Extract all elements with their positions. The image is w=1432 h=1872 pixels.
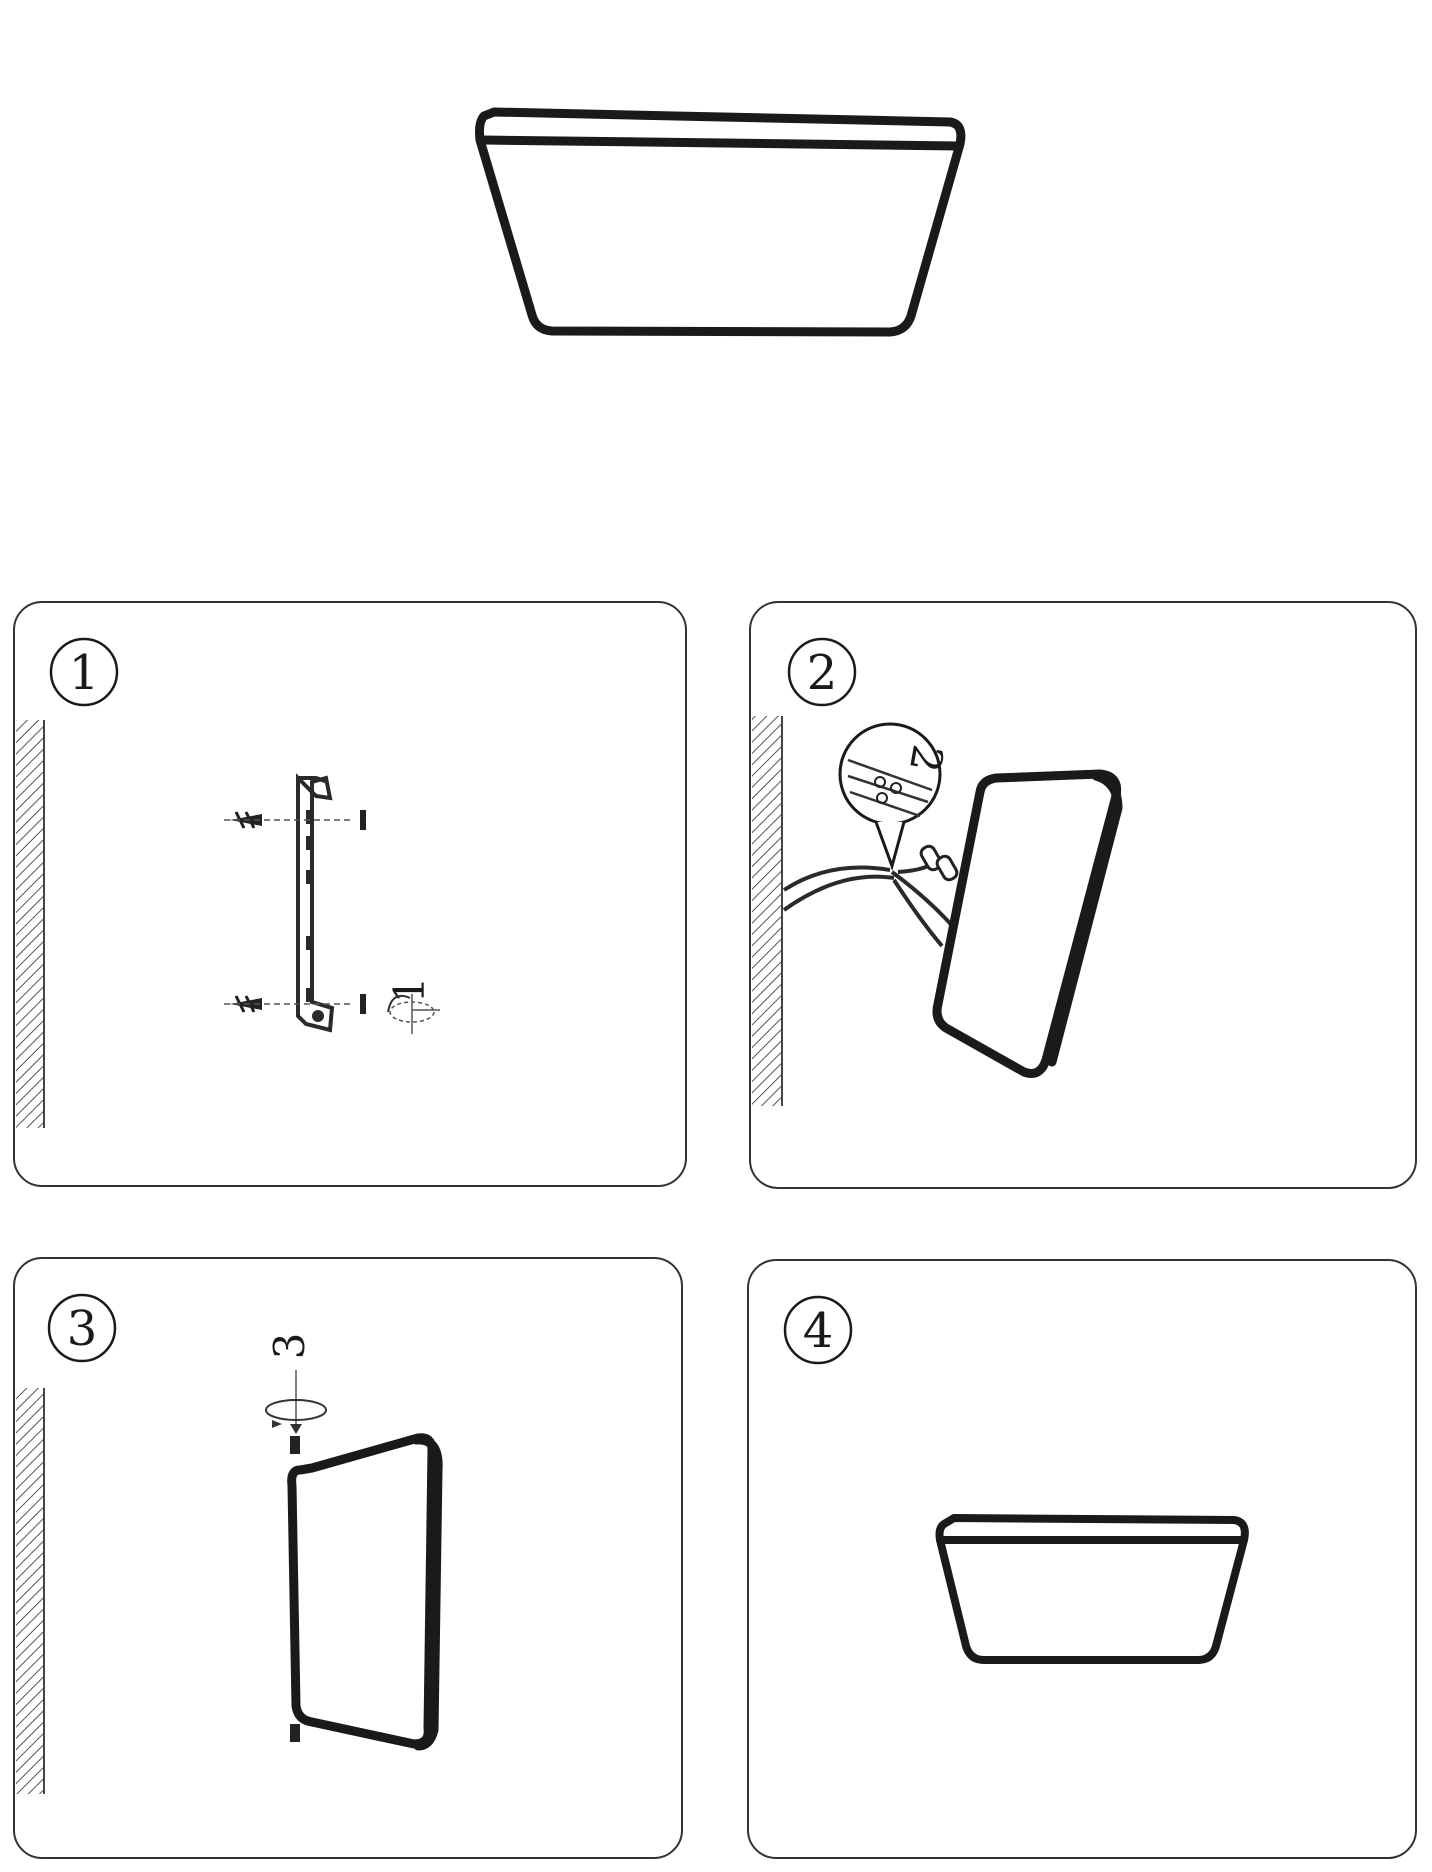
- svg-text:3: 3: [67, 1301, 98, 1357]
- wall-anchor-bottom: [224, 994, 366, 1014]
- screw-bottom: [290, 1724, 300, 1742]
- ceiling-light-product-illustration: [475, 107, 966, 337]
- power-wires: [782, 856, 958, 948]
- ceiling-panel-light-mounting: [287, 1433, 443, 1751]
- svg-text:3: 3: [265, 1333, 314, 1360]
- wire-connectors: [919, 844, 959, 882]
- wall-anchor-top: [224, 810, 366, 830]
- step-2-number-badge: 2: [787, 637, 857, 707]
- svg-text:1: 1: [69, 645, 100, 701]
- mounting-bracket: [296, 773, 335, 1033]
- step-3-panel: 3 3: [13, 1257, 683, 1859]
- step-1-number-badge: 1: [49, 637, 119, 707]
- step-1-rotation-callout: 1: [385, 977, 440, 1034]
- svg-text:4: 4: [803, 1303, 834, 1359]
- step-3-number-badge: 3: [47, 1293, 117, 1363]
- wiring-detail-callout: 2: [838, 722, 953, 871]
- installed-ceiling-light: [935, 1514, 1249, 1664]
- screw-top: [290, 1436, 300, 1454]
- step-4-number-badge: 4: [783, 1295, 853, 1365]
- ceiling-panel-light: [932, 769, 1123, 1078]
- svg-text:2: 2: [807, 645, 838, 701]
- step-4-panel: 4: [747, 1259, 1417, 1859]
- step-2-panel: 2 2: [749, 601, 1417, 1189]
- step-3-rotation-callout: 3: [265, 1333, 327, 1434]
- step-1-panel: 1 1: [13, 601, 687, 1187]
